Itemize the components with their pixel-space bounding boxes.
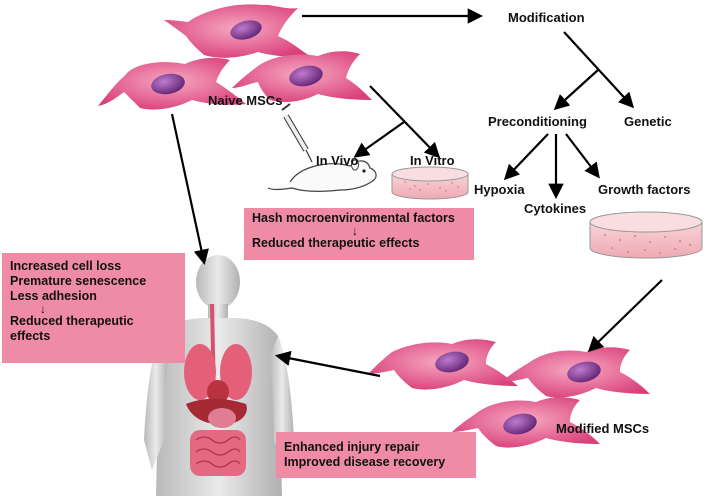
naive-msc-cell-left xyxy=(98,57,246,110)
petri-dish-in-vitro xyxy=(391,166,469,200)
box-microenvironment-line1: Hash mocroenvironmental factors xyxy=(252,211,455,225)
label-modified-mscs: Modified MSCs xyxy=(556,421,650,436)
box-cell-loss-line3: Less adhesion xyxy=(10,289,97,303)
box-cell-loss-line2: Premature senescence xyxy=(10,274,147,288)
box-cell-loss-line4: Reduced therapeutic xyxy=(10,314,134,328)
label-in-vitro: In Vitro xyxy=(410,153,455,168)
box-cell-loss-line5: effects xyxy=(10,329,51,343)
label-preconditioning: Preconditioning xyxy=(488,114,587,129)
label-in-vivo: In Vivo xyxy=(316,153,359,168)
label-hypoxia: Hypoxia xyxy=(474,182,525,197)
label-modification: Modification xyxy=(508,10,585,25)
label-growth-factors: Growth factors xyxy=(598,182,691,197)
human-body-figure xyxy=(144,255,294,496)
flow-arrows xyxy=(170,8,663,378)
naive-msc-cell-right xyxy=(232,51,372,102)
modified-msc-cell-right xyxy=(502,347,650,398)
petri-dish-culture xyxy=(589,211,703,259)
modified-msc-cell-left xyxy=(368,339,518,390)
box-repair-line1: Enhanced injury repair xyxy=(284,440,420,454)
label-naive-mscs: Naive MSCs xyxy=(208,93,283,108)
down-arrow-icon: ↓ xyxy=(352,224,358,238)
box-cell-loss-line1: Increased cell loss xyxy=(10,259,122,273)
down-arrow-icon: ↓ xyxy=(40,302,46,316)
naive-msc-cell-top xyxy=(164,4,310,58)
box-microenvironment-line2: Reduced therapeutic effects xyxy=(252,236,420,250)
syringe-icon xyxy=(281,103,313,163)
label-genetic: Genetic xyxy=(624,114,672,129)
box-repair-line2: Improved disease recovery xyxy=(284,455,446,469)
box-microenvironment-effects: Hash mocroenvironmental factors ↓ Reduce… xyxy=(244,208,474,260)
box-repair-outcomes: Enhanced injury repair Improved disease … xyxy=(276,432,476,478)
mouse-icon xyxy=(267,159,377,192)
box-cell-loss-effects: Increased cell loss Premature senescence… xyxy=(2,253,185,363)
modified-msc-cell-bottom xyxy=(452,397,600,448)
label-cytokines: Cytokines xyxy=(524,201,587,216)
